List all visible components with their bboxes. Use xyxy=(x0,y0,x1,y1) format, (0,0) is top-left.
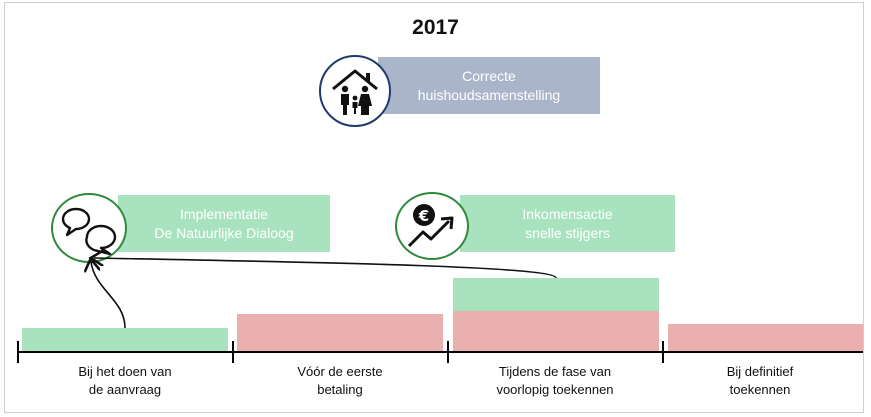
phase3-red-bar xyxy=(453,311,659,351)
household-icon-circle xyxy=(319,55,391,127)
phase-label-final: Bij definitief toekennen xyxy=(660,363,860,399)
phase-label-line2: betaling xyxy=(317,382,363,397)
timeline-tick xyxy=(232,341,234,363)
dialogue-banner: Implementatie De Natuurlijke Dialoog xyxy=(118,195,330,252)
phase-label-line1: Vóór de eerste xyxy=(297,364,383,379)
phase-label-provisional: Tijdens de fase van voorlopig toekennen xyxy=(455,363,655,399)
income-banner: Inkomensactie snelle stijgers xyxy=(460,195,675,252)
household-banner: Correcte huishoudsamenstelling xyxy=(378,57,600,114)
arrow-from-phase3 xyxy=(94,258,557,279)
svg-text:€: € xyxy=(418,207,429,225)
phase-label-line1: Tijdens de fase van xyxy=(498,364,612,379)
timeline-tick xyxy=(447,341,449,363)
phase2-red-bar xyxy=(237,314,443,351)
dialogue-banner-line2: De Natuurlijke Dialoog xyxy=(154,224,294,241)
phase-label-line1: Bij het doen van xyxy=(78,364,172,379)
income-banner-line1: Inkomensactie xyxy=(522,205,613,222)
income-icon-circle: € xyxy=(395,192,469,260)
euro-rising-chart-icon: € xyxy=(407,204,454,248)
phase-label-line2: voorlopig toekennen xyxy=(496,382,614,397)
phase1-green-bar xyxy=(22,328,228,351)
phase-label-line1: Bij definitief xyxy=(726,364,794,379)
diagram-frame xyxy=(4,2,864,413)
phase-label-line2: toekennen xyxy=(729,382,791,397)
family-house-icon xyxy=(332,69,378,115)
phase3-green-bar xyxy=(453,278,659,311)
dialogue-banner-line1: Implementatie xyxy=(180,205,268,222)
phase4-red-bar xyxy=(668,324,863,351)
income-banner-line2: snelle stijgers xyxy=(525,224,610,241)
household-banner-line2: huishoudsamenstelling xyxy=(417,86,561,103)
timeline-tick xyxy=(17,341,19,363)
speech-bubbles-icon xyxy=(61,207,117,256)
household-banner-line1: Correcte xyxy=(462,67,516,84)
arrow-from-phase1 xyxy=(91,262,126,329)
diagram-title: 2017 xyxy=(412,16,459,39)
timeline-tick xyxy=(662,341,664,363)
phase-label-application: Bij het doen van de aanvraag xyxy=(25,363,225,399)
phase-label-line2: de aanvraag xyxy=(88,382,162,397)
phase-label-first-payment: Vóór de eerste betaling xyxy=(240,363,440,399)
timeline-axis xyxy=(18,351,863,353)
